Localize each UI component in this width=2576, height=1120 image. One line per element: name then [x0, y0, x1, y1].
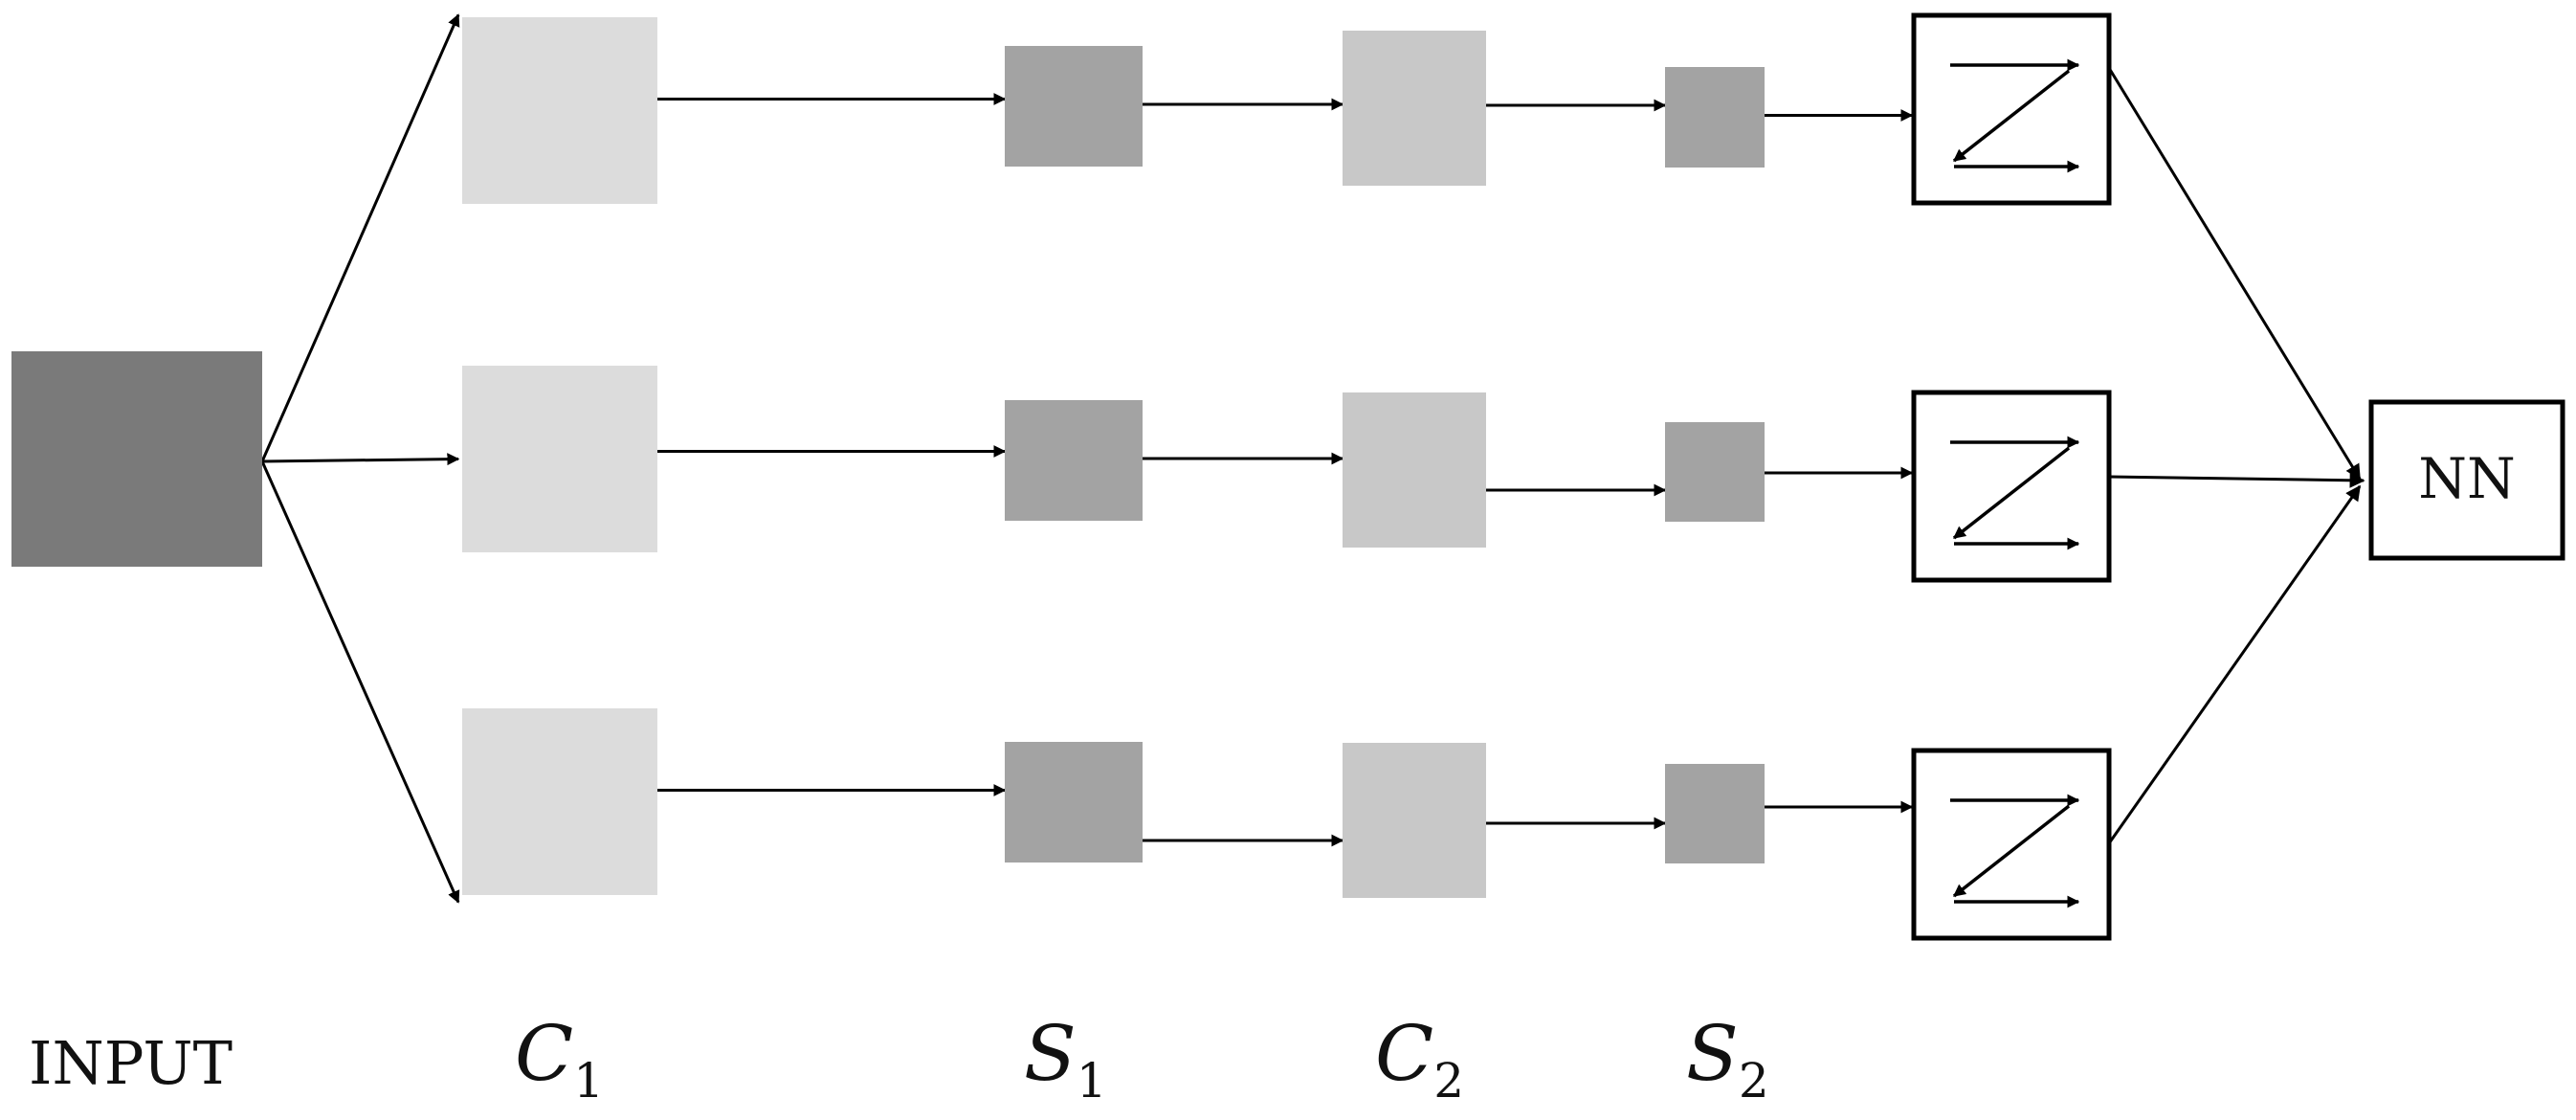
flatten-icon-top: [1950, 58, 2080, 173]
flatten-box-middle: [1911, 390, 2112, 583]
edge-flatten-to-nn-top: [2107, 67, 2362, 481]
diagram-nodes: [11, 12, 2112, 941]
flatten-icon-middle: [1950, 436, 2080, 550]
pool1-block-bottom: [1005, 742, 1143, 862]
edge-flatten-to-nn-middle: [2108, 472, 2365, 488]
conv1-block-bottom: [462, 708, 657, 895]
edge-input-to-conv1-middle: [261, 453, 460, 466]
flatten-icon-diagonal-arrow: [1952, 446, 2071, 540]
pool1-block-top: [1005, 46, 1143, 167]
edge-flatten-to-nn-bottom: [2107, 484, 2362, 844]
diagram-labels: INPUT C1 S1 C2 S2: [29, 1009, 1769, 1109]
stage-label-c2: C2: [1375, 1009, 1464, 1109]
pool2-block-middle: [1665, 422, 1765, 522]
conv2-block-top: [1343, 31, 1486, 186]
stage-label-c1: C1: [515, 1009, 604, 1109]
edge-input-to-conv1-top: [260, 13, 460, 462]
flatten-icon-diagonal-arrow: [1952, 804, 2071, 898]
input-block: [11, 351, 262, 567]
flatten-box-top: [1911, 12, 2112, 206]
pool2-block-bottom: [1665, 764, 1765, 863]
conv1-block-middle: [462, 366, 657, 552]
pool1-block-middle: [1005, 400, 1143, 521]
conv2-block-middle: [1343, 392, 1486, 548]
flatten-icon-diagonal-arrow: [1952, 69, 2071, 163]
flatten-box-bottom: [1911, 748, 2112, 941]
flatten-icon-bottom: [1950, 794, 2080, 908]
input-label: INPUT: [29, 1028, 233, 1098]
edge-input-to-conv1-bottom: [260, 460, 460, 904]
stage-label-s1: S1: [1024, 1009, 1107, 1109]
conv2-block-bottom: [1343, 743, 1486, 898]
nn-output-node: NN: [2368, 399, 2565, 561]
stage-label-s2: S2: [1686, 1009, 1769, 1109]
nn-label: NN: [2418, 446, 2516, 511]
conv1-block-top: [462, 17, 657, 204]
diagram-edges: [260, 13, 2365, 904]
pool2-block-top: [1665, 67, 1765, 168]
